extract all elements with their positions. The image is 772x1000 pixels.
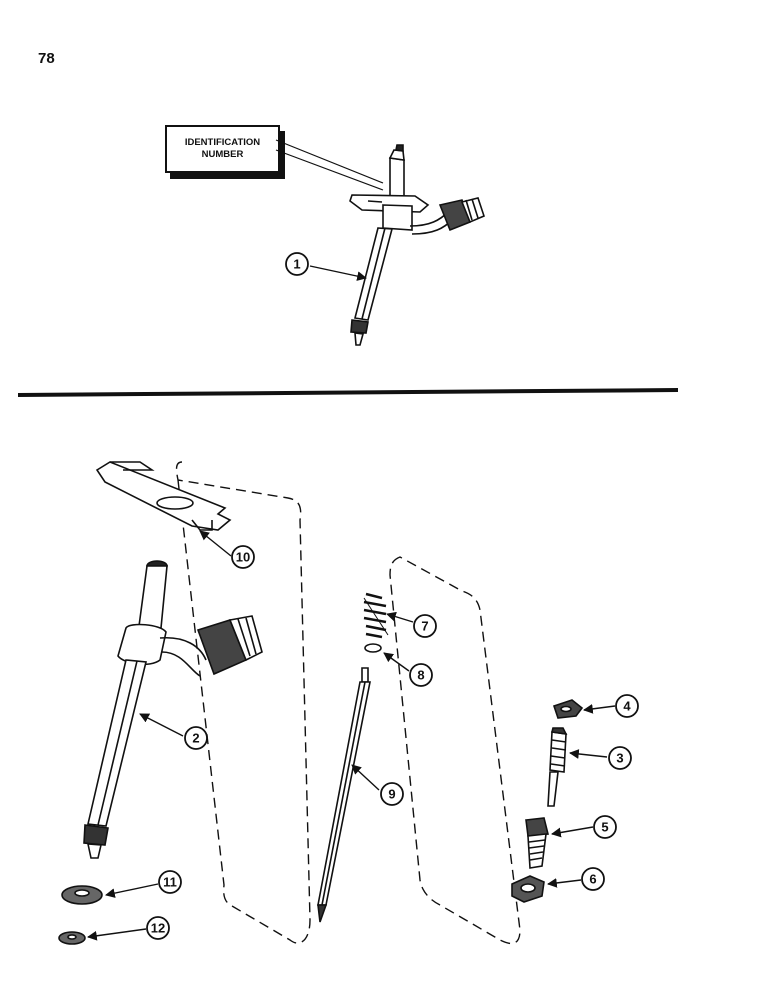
callout-6: 6 — [581, 867, 605, 891]
svg-text:11: 11 — [163, 875, 177, 890]
lock-nut-part — [552, 699, 584, 719]
svg-text:4: 4 — [623, 699, 631, 714]
spring-part — [363, 592, 389, 639]
section-divider — [17, 388, 679, 397]
identification-label-line1: IDENTIFICATION — [184, 137, 261, 148]
cap-screw-part — [525, 817, 550, 869]
svg-text:1: 1 — [293, 257, 300, 272]
identification-label-line2: NUMBER — [201, 149, 244, 160]
svg-text:7: 7 — [421, 619, 428, 634]
callout-10: 10 — [231, 545, 255, 569]
svg-text:2: 2 — [192, 731, 199, 746]
callout-3: 3 — [608, 746, 632, 770]
assembled-injector — [349, 144, 485, 346]
svg-text:12: 12 — [151, 921, 165, 936]
dashed-group-outline-left — [175, 461, 311, 944]
callout-12: 12 — [146, 916, 170, 940]
page-number: 78 — [38, 50, 55, 67]
adjusting-screw-part — [547, 727, 568, 807]
svg-text:3: 3 — [616, 751, 623, 766]
callout-9: 9 — [380, 782, 404, 806]
callout-leaders — [87, 265, 616, 941]
identification-leader-lines — [275, 139, 384, 191]
callout-5: 5 — [593, 815, 617, 839]
svg-text:10: 10 — [236, 550, 250, 565]
injector-body — [83, 560, 263, 859]
callout-11: 11 — [158, 870, 182, 894]
needle-valve-part — [317, 667, 371, 923]
svg-text:5: 5 — [601, 820, 608, 835]
shim-part — [364, 643, 382, 653]
callout-4: 4 — [615, 694, 639, 718]
seal-washer-part — [58, 931, 86, 945]
callout-1: 1 — [285, 252, 309, 276]
callout-2: 2 — [184, 726, 208, 750]
svg-text:6: 6 — [589, 872, 596, 887]
svg-text:9: 9 — [388, 787, 395, 802]
callout-7: 7 — [413, 614, 437, 638]
svg-text:8: 8 — [417, 668, 424, 683]
bracket-part — [95, 461, 232, 531]
identification-number-label: IDENTIFICATION NUMBER — [165, 125, 280, 173]
callout-8: 8 — [409, 663, 433, 687]
washer-part — [61, 885, 103, 905]
hex-nut-part — [511, 875, 545, 903]
dashed-group-outline-right — [389, 556, 521, 945]
